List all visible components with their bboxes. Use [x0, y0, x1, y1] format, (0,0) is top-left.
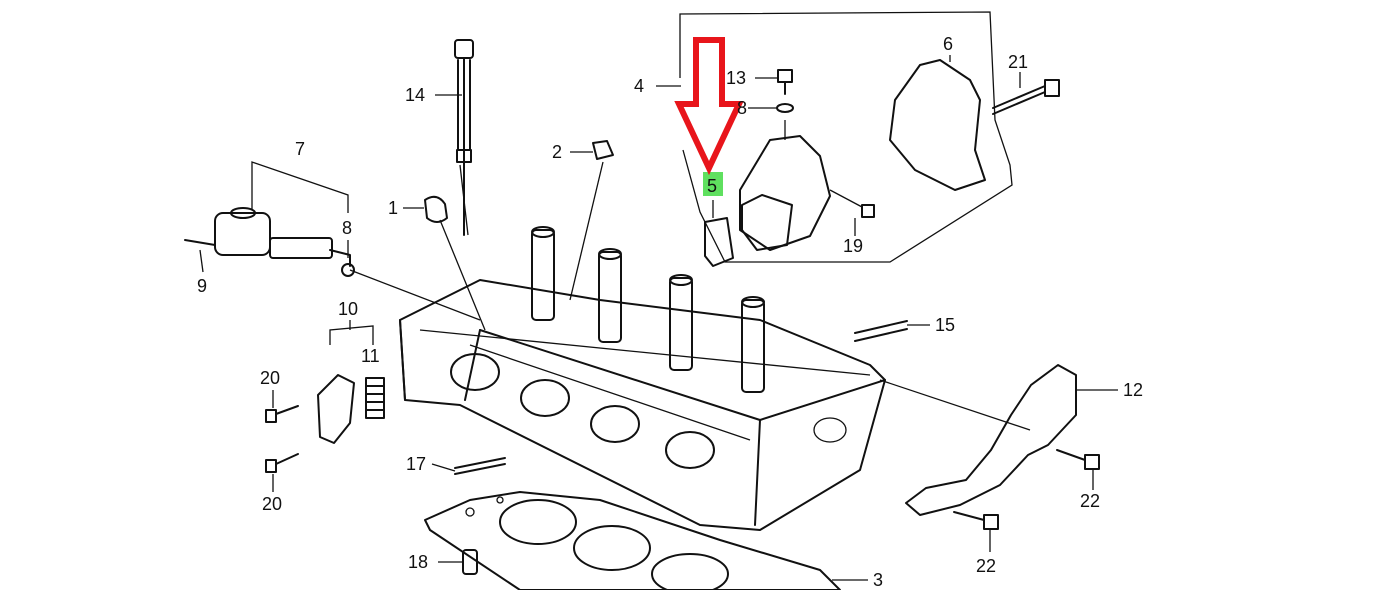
callout-14: 14	[405, 85, 425, 105]
bracket-12	[905, 364, 1077, 516]
leader-7	[251, 161, 349, 213]
callout-11: 11	[361, 346, 380, 366]
callout-20-lower: 20	[262, 494, 282, 514]
part-5-gasket	[704, 217, 734, 267]
bracket-6	[889, 59, 986, 191]
callout-8-top: 8	[737, 98, 747, 118]
callout-19: 19	[843, 236, 863, 256]
cap-1	[424, 195, 448, 223]
callout-15: 15	[935, 315, 955, 335]
washer-8	[341, 263, 355, 277]
callout-4: 4	[634, 76, 644, 96]
vtc-solenoid	[184, 207, 351, 267]
stud-15	[854, 320, 908, 342]
callout-22-bottom: 22	[976, 556, 996, 576]
washer-8-top	[776, 103, 794, 113]
callout-3: 3	[873, 570, 883, 590]
callout-9: 9	[197, 276, 207, 296]
cylinder-head	[399, 279, 886, 531]
callout-12: 12	[1123, 380, 1143, 400]
spring-11	[365, 377, 385, 419]
bolt-19	[861, 204, 875, 218]
callout-20-upper: 20	[260, 368, 280, 388]
callout-2: 2	[552, 142, 562, 162]
callout-13: 13	[726, 68, 746, 88]
callout-7: 7	[295, 139, 305, 159]
bolt-20b	[265, 453, 299, 473]
callout-21: 21	[1008, 52, 1028, 72]
leader-10	[329, 325, 374, 345]
bolt-22b	[953, 511, 999, 530]
callout-18: 18	[408, 552, 428, 572]
head-gasket	[424, 491, 841, 590]
bolt-22a	[1056, 449, 1100, 470]
highlight-5	[703, 172, 723, 196]
spool-valve-body	[739, 135, 831, 251]
sensor-10	[317, 374, 355, 444]
cap-2	[592, 140, 614, 160]
callout-5: 5	[707, 176, 717, 196]
red-arrow-annotation	[674, 37, 744, 176]
bolt-21	[992, 79, 1060, 115]
callout-10: 10	[338, 299, 358, 319]
callout-8-left: 8	[342, 218, 352, 238]
subassembly-frame	[679, 11, 1013, 263]
valve-towers	[531, 226, 765, 393]
callout-17: 17	[406, 454, 426, 474]
stud-17	[454, 457, 506, 475]
callout-22-right: 22	[1080, 491, 1100, 511]
bolt-13	[777, 69, 793, 95]
callout-6: 6	[943, 34, 953, 54]
head-bolt	[454, 39, 474, 236]
callout-1: 1	[388, 198, 398, 218]
bolt-20a	[265, 405, 299, 423]
